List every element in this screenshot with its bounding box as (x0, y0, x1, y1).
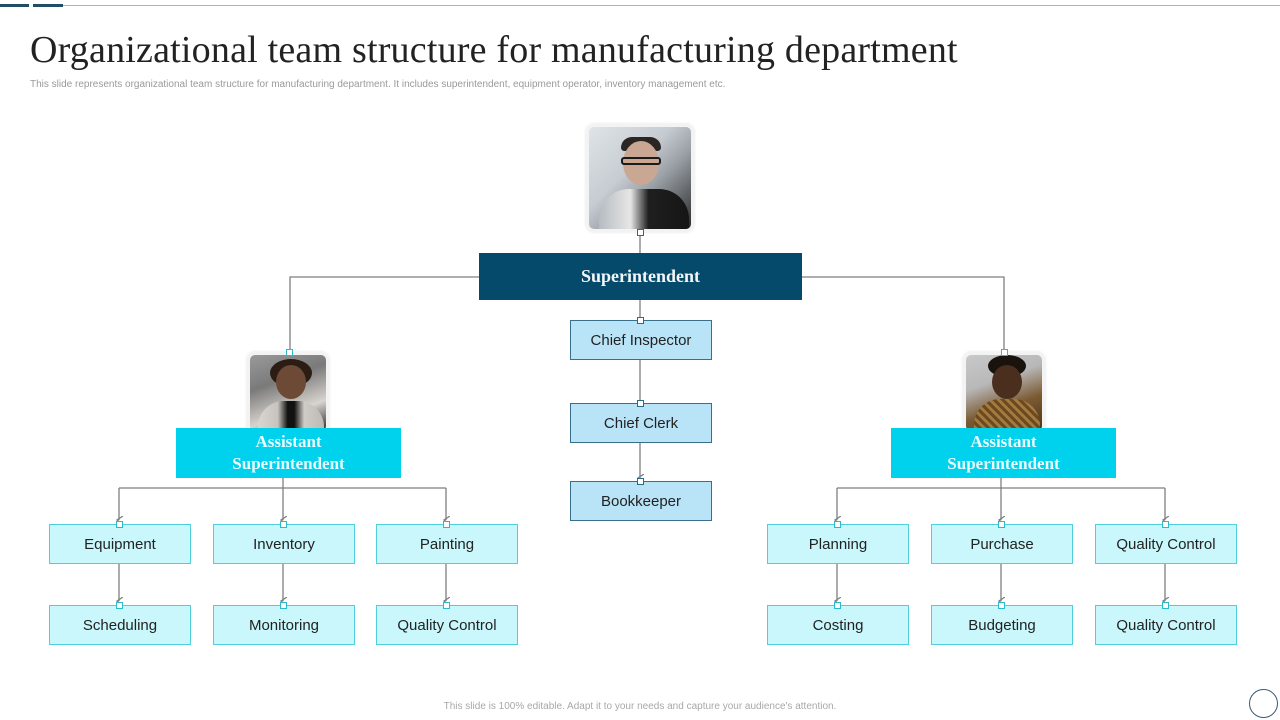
header-accent-bar (33, 4, 63, 7)
connector-handle[interactable] (834, 602, 841, 609)
right-assistant-photo (963, 352, 1045, 434)
left-col1-bottom-node[interactable]: Scheduling (49, 605, 191, 645)
node-label: Chief Inspector (590, 331, 692, 349)
connector-handle[interactable] (443, 602, 450, 609)
node-label: Bookkeeper (600, 492, 682, 510)
chief-inspector-node[interactable]: Chief Inspector (570, 320, 712, 360)
connector-handle[interactable] (637, 478, 644, 485)
node-label: Budgeting (968, 616, 1036, 634)
header-accent-bar (0, 4, 29, 7)
left-assistant-label-line2: Superintendent (232, 454, 345, 473)
superintendent-photo (586, 124, 694, 232)
connector-handle[interactable] (286, 349, 293, 356)
right-col2-bottom-node[interactable]: Budgeting (931, 605, 1073, 645)
connector-to-right-assistant (802, 276, 1005, 352)
node-label: Quality Control (397, 616, 497, 634)
connector-handle[interactable] (834, 521, 841, 528)
node-label: Scheduling (82, 616, 158, 634)
node-label: Equipment (84, 535, 156, 553)
chief-clerk-node[interactable]: Chief Clerk (570, 403, 712, 443)
connector-handle[interactable] (1001, 349, 1008, 356)
right-assistant-label-line1: Assistant (970, 432, 1037, 451)
connector-handle[interactable] (280, 602, 287, 609)
connector-handle[interactable] (1162, 602, 1169, 609)
connector-handle[interactable] (998, 521, 1005, 528)
left-col2-bottom-node[interactable]: Monitoring (213, 605, 355, 645)
connector-handle[interactable] (116, 521, 123, 528)
connector-handle[interactable] (116, 602, 123, 609)
page-title: Organizational team structure for manufa… (30, 29, 958, 71)
superintendent-label: Superintendent (580, 266, 701, 286)
node-label: Quality Control (1116, 616, 1216, 634)
node-label: Costing (812, 616, 864, 634)
connector-handle[interactable] (443, 521, 450, 528)
circle-nav-icon[interactable] (1249, 689, 1278, 718)
page-subtitle: This slide represents organizational tea… (30, 79, 726, 90)
connector-handle[interactable] (637, 317, 644, 324)
node-label: Quality Control (1116, 535, 1216, 553)
node-label: Planning (808, 535, 868, 553)
bookkeeper-node[interactable]: Bookkeeper (570, 481, 712, 521)
node-label: Monitoring (248, 616, 320, 634)
left-assistant-box[interactable]: Assistant Superintendent (176, 428, 401, 478)
left-assistant-photo (247, 352, 329, 434)
right-assistant-label-line2: Superintendent (947, 454, 1060, 473)
node-label: Purchase (970, 535, 1034, 553)
superintendent-box[interactable]: Superintendent (479, 253, 802, 300)
connector-handle[interactable] (637, 400, 644, 407)
node-label: Painting (419, 535, 475, 553)
connector-handle[interactable] (637, 229, 644, 236)
connector-handle[interactable] (1162, 521, 1169, 528)
right-col2-top-node[interactable]: Purchase (931, 524, 1073, 564)
left-col2-top-node[interactable]: Inventory (213, 524, 355, 564)
right-col1-bottom-node[interactable]: Costing (767, 605, 909, 645)
connector-handle[interactable] (280, 521, 287, 528)
left-assistant-label-line1: Assistant (255, 432, 322, 451)
left-col3-bottom-node[interactable]: Quality Control (376, 605, 518, 645)
right-assistant-box[interactable]: Assistant Superintendent (891, 428, 1116, 478)
node-label: Chief Clerk (603, 414, 679, 432)
footer-note: This slide is 100% editable. Adapt it to… (443, 701, 837, 712)
right-col3-top-node[interactable]: Quality Control (1095, 524, 1237, 564)
node-label: Inventory (253, 535, 315, 553)
right-col3-bottom-node[interactable]: Quality Control (1095, 605, 1237, 645)
connector-to-left-assistant (289, 276, 479, 352)
header-rule (63, 5, 1280, 6)
right-col1-top-node[interactable]: Planning (767, 524, 909, 564)
left-col3-top-node[interactable]: Painting (376, 524, 518, 564)
left-col1-top-node[interactable]: Equipment (49, 524, 191, 564)
connector-handle[interactable] (998, 602, 1005, 609)
